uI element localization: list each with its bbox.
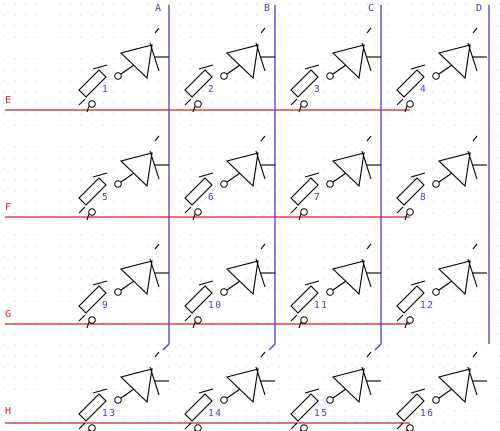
switch-icon (78, 64, 108, 106)
key-cell-14: 14 (184, 351, 275, 431)
switch-icon (184, 280, 214, 322)
diode-icon (326, 243, 381, 296)
column-label-d: D (476, 3, 482, 14)
diode-icon (326, 135, 381, 188)
row-pad (404, 316, 414, 329)
row-pad (194, 424, 202, 431)
diode-icon (432, 243, 487, 296)
diode-icon (114, 27, 169, 80)
key-number: 11 (314, 300, 328, 311)
row-pad (192, 316, 202, 329)
row-pad (88, 424, 96, 431)
key-number: 1 (102, 84, 109, 95)
row-pad (86, 316, 96, 329)
key-cell-13: 13 (78, 351, 169, 431)
key-cell-6: 6 (184, 135, 275, 221)
column-tail-3 (374, 343, 382, 351)
switch-icon (396, 64, 426, 106)
diode-icon (114, 243, 169, 296)
key-cell-8: 8 (396, 135, 487, 221)
row-pad (298, 316, 308, 329)
key-number: 12 (420, 300, 434, 311)
switch-icon (290, 172, 320, 214)
key-number: 10 (208, 300, 222, 311)
switch-icon (290, 388, 320, 430)
key-cell-2: 2 (184, 27, 275, 113)
key-number: 8 (420, 192, 427, 203)
key-cell-9: 9 (78, 243, 169, 329)
diode-icon (432, 135, 487, 188)
row-pad (404, 208, 414, 221)
switch-icon (290, 64, 320, 106)
key-cell-12: 12 (396, 243, 487, 329)
switch-icon (78, 280, 108, 322)
key-number: 5 (102, 192, 109, 203)
key-number: 9 (102, 300, 109, 311)
row-pad (300, 424, 308, 431)
column-tail-1 (162, 343, 170, 351)
key-number: 7 (314, 192, 321, 203)
row-pad (192, 208, 202, 221)
row-pad (404, 100, 414, 113)
diode-icon (326, 351, 381, 404)
row-pad (298, 100, 308, 113)
matrix-wires (5, 5, 490, 424)
diode-icon (326, 27, 381, 80)
key-cell-4: 4 (396, 27, 487, 113)
diode-icon (114, 135, 169, 188)
key-number: 15 (314, 408, 328, 419)
diode-icon (432, 27, 487, 80)
row-pad (86, 208, 96, 221)
diode-icon (114, 351, 169, 404)
switch-icon (184, 64, 214, 106)
key-number: 4 (420, 84, 427, 95)
switch-icon (78, 172, 108, 214)
row-pad (86, 100, 96, 113)
switch-icon (184, 388, 214, 430)
row-pad (298, 208, 308, 221)
key-cell-16: 16 (396, 351, 487, 431)
key-number: 3 (314, 84, 321, 95)
key-number: 14 (208, 408, 222, 419)
key-number: 6 (208, 192, 215, 203)
row-label-e: E (5, 95, 11, 106)
row-pad (192, 100, 202, 113)
key-cell-15: 15 (290, 351, 381, 431)
key-cell-11: 11 (290, 243, 381, 329)
switch-icon (396, 388, 426, 430)
key-cell-5: 5 (78, 135, 169, 221)
diode-icon (220, 27, 275, 80)
column-label-a: A (155, 3, 161, 14)
switch-icon (184, 172, 214, 214)
column-label-b: B (264, 3, 270, 14)
switch-icon (396, 172, 426, 214)
key-number: 16 (420, 408, 434, 419)
column-label-c: C (368, 3, 374, 14)
row-label-h: H (5, 406, 11, 417)
key-number: 13 (102, 408, 116, 419)
row-label-g: G (5, 309, 11, 320)
key-cell-3: 3 (290, 27, 381, 113)
key-cell-10: 10 (184, 243, 275, 329)
diode-icon (220, 135, 275, 188)
key-cell-1: 1 (78, 27, 169, 113)
switch-icon (290, 280, 320, 322)
key-cell-7: 7 (290, 135, 381, 221)
diode-icon (220, 243, 275, 296)
diode-icon (432, 351, 487, 404)
key-number: 2 (208, 84, 215, 95)
row-label-f: F (5, 202, 11, 213)
row-pad (406, 424, 414, 431)
diode-icon (220, 351, 275, 404)
column-tail-2 (268, 343, 276, 351)
switch-icon (396, 280, 426, 322)
grid-dots (3, 3, 500, 423)
wire-labels: A B C D E F G H (5, 3, 482, 417)
switch-icon (78, 388, 108, 430)
